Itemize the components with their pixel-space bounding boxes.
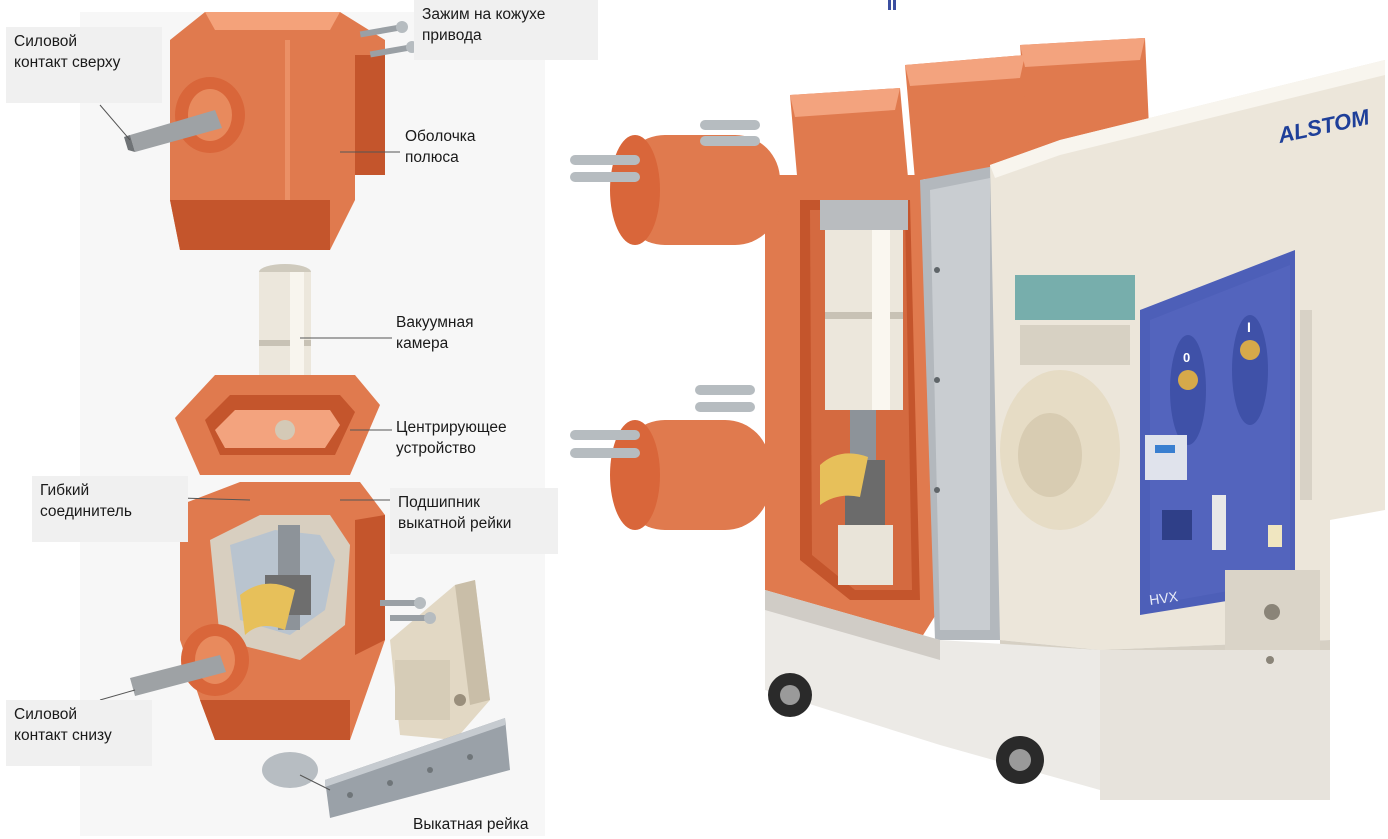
- centering-device: [175, 375, 380, 475]
- exploded-pole-view: [80, 12, 551, 836]
- side-slot: [1300, 310, 1312, 500]
- open-button: [1178, 370, 1198, 390]
- view-divider: [546, 65, 551, 836]
- assembled-breaker-view: [570, 0, 1385, 800]
- bottom-nut: [262, 752, 318, 788]
- status-indicator: [1145, 435, 1187, 480]
- withdrawable-rail: [325, 718, 510, 818]
- control-panel: [1140, 250, 1295, 615]
- label-top-power-contact: Силовой контакт сверху: [6, 27, 162, 103]
- rail-bearing-bracket: [380, 580, 490, 740]
- close-button: [1240, 340, 1260, 360]
- front-power-contacts: [570, 120, 780, 530]
- label-top-clamp: Зажим на кожухе привода: [414, 0, 598, 60]
- label-bottom-power-contact: Силовой контакт снизу: [6, 700, 152, 766]
- top-pole-shell: [170, 12, 385, 250]
- label-flexible-connector: Гибкий соединитель: [32, 476, 188, 542]
- open-symbol: 0: [1183, 350, 1190, 365]
- lower-pole-shell: [180, 482, 385, 740]
- label-withdrawable-rail: Выкатная рейка: [413, 816, 529, 833]
- label-centering-device: Центрирующее устройство: [396, 419, 507, 457]
- label-vacuum-chamber: Вакуумная камера: [396, 314, 474, 352]
- model-label: HVX: [1148, 588, 1179, 608]
- leader-lines: [99, 104, 400, 791]
- bottom-power-contact: [130, 624, 249, 696]
- wheels: [768, 673, 1044, 784]
- label-pole-shell: Оболочка полюса: [405, 128, 476, 166]
- close-symbol: I: [1247, 319, 1251, 335]
- top-power-contact: [124, 77, 245, 153]
- front-pole-body: [765, 175, 945, 640]
- label-rail-bearing: Подшипник выкатной рейки: [390, 488, 558, 554]
